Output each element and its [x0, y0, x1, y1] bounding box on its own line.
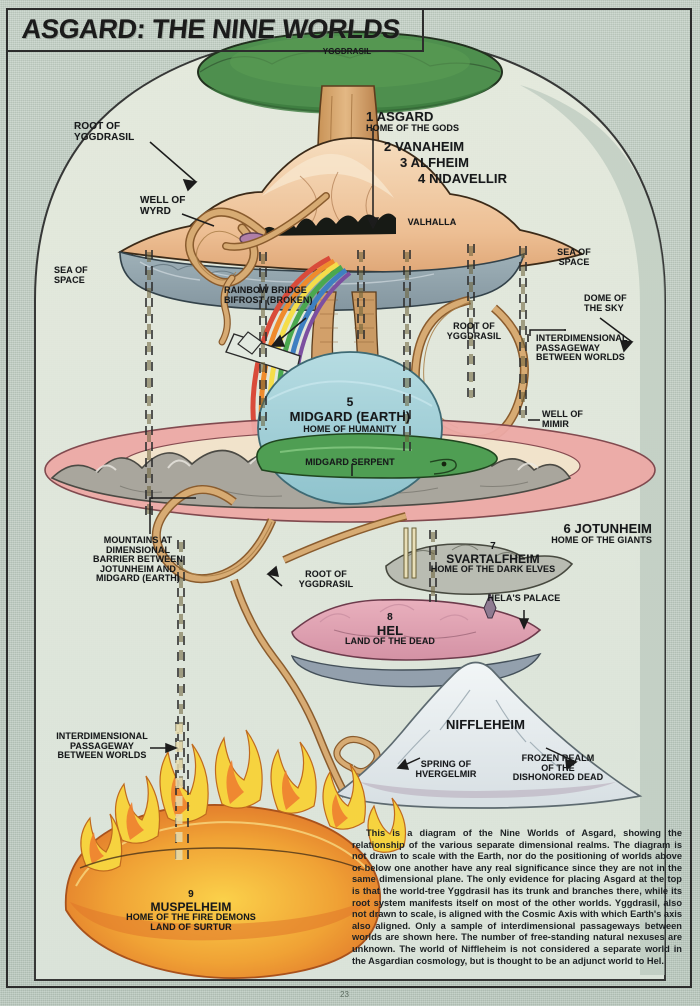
label-line: THE SKY: [584, 302, 624, 313]
world-8-number: 8: [387, 612, 393, 623]
world-7-block: 7 SVARTALFHEIM HOME OF THE DARK ELVES: [398, 541, 588, 575]
world-8-subtitle: LAND OF THE DEAD: [344, 636, 436, 647]
world-9-block: 9 MUSPELHEIM HOME OF THE FIRE DEMONS LAN…: [96, 889, 286, 932]
caption-text: This is a diagram of the Nine Worlds of …: [352, 828, 682, 966]
world-1-number: 1: [366, 109, 374, 124]
world-7-subtitle: HOME OF THE DARK ELVES: [430, 564, 556, 575]
label-line: YGGDRASIL: [446, 330, 502, 341]
label-line: SPACE: [558, 256, 590, 267]
label-mountains-dimensional-barrier: MOUNTAINS AT DIMENSIONAL BARRIER BETWEEN…: [72, 535, 204, 584]
world-1-title: 1 ASGARD: [366, 110, 526, 124]
label-line: DOME OF: [584, 293, 627, 303]
label-sea-of-space-right: SEA OF SPACE: [544, 247, 604, 267]
label-line: YGGDRASIL: [298, 578, 354, 589]
label-line: WELL OF: [140, 195, 186, 206]
world-2-title: 2 VANAHEIM: [384, 140, 534, 154]
label-niffleheim: NIFFLEHEIM: [446, 717, 525, 732]
label-line: JOTUNHEIM AND: [100, 563, 176, 574]
label-midgard-serpent: MIDGARD SERPENT: [305, 457, 395, 467]
label-line: WYRD: [140, 205, 171, 217]
label-yggdrasil-top: YGGDRASIL: [322, 47, 372, 56]
label-well-of-wyrd: WELL OF WYRD: [140, 195, 210, 217]
label-root-of-yggdrasil-lower: ROOT OF YGGDRASIL: [286, 569, 366, 589]
world-6-block: 6 JOTUNHEIM HOME OF THE GIANTS: [452, 522, 652, 545]
world-7-number: 7: [490, 541, 496, 552]
label-rainbow-bridge: RAINBOW BRIDGE BIFROST (BROKEN): [224, 285, 344, 305]
page-number: 23: [340, 990, 349, 999]
world-5-block: 5 MIDGARD (EARTH) HOME OF HUMANITY: [262, 396, 438, 435]
world-3-number: 3: [400, 155, 408, 170]
label-root-of-yggdrasil-upper-left: ROOT OF YGGDRASIL: [74, 121, 170, 143]
label-interdimensional-passageway-right: INTERDIMENSIONAL PASSAGEWAY BETWEEN WORL…: [536, 333, 654, 363]
world-9-number: 9: [188, 889, 194, 900]
title-bar: [8, 10, 424, 52]
world-3-title: 3 ALFHEIM: [400, 156, 550, 170]
label-spring-of-hvergelmir: SPRING OF HVERGELMIR: [398, 759, 494, 779]
label-sea-of-space-left: SEA OF SPACE: [54, 265, 124, 285]
label-dome-of-the-sky: DOME OF THE SKY: [584, 293, 654, 313]
label-frozen-realm: FROZEN REALM OF THE DISHONORED DEAD: [500, 753, 616, 783]
world-8-block: 8 HEL LAND OF THE DEAD: [320, 612, 460, 647]
world-9-subtitle-2: LAND OF SURTUR: [150, 921, 232, 932]
label-well-of-mimir: WELL OF MIMIR: [542, 409, 612, 429]
label-line: ROOT OF: [74, 121, 121, 132]
world-9-subtitle: HOME OF THE FIRE DEMONS: [126, 912, 256, 923]
label-line: BIFROST (BROKEN): [224, 294, 313, 305]
world-1-subtitle: HOME OF THE GODS: [366, 122, 460, 133]
label-line: BETWEEN WORLDS: [57, 750, 147, 761]
label-line: PASSAGEWAY: [536, 342, 601, 353]
label-line: MIMIR: [542, 418, 569, 429]
label-line: MIDGARD (EARTH): [96, 573, 180, 584]
label-interdimensional-passageway-left: INTERDIMENSIONAL PASSAGEWAY BETWEEN WORL…: [44, 731, 160, 761]
world-4-number: 4: [418, 171, 426, 186]
world-6-title: 6 JOTUNHEIM: [452, 522, 652, 536]
label-line: INTERDIMENSIONAL: [56, 731, 148, 741]
label-line: OF THE: [541, 762, 575, 773]
label-line: SPRING OF: [420, 759, 472, 769]
label-line: BETWEEN WORLDS: [536, 352, 625, 363]
world-5-name: MIDGARD (EARTH): [289, 408, 411, 424]
world-6-number: 6: [563, 521, 571, 536]
world-6-subtitle: HOME OF THE GIANTS: [551, 534, 652, 545]
label-line: YGGDRASIL: [74, 131, 135, 143]
world-2-name: VANAHEIM: [395, 139, 465, 154]
label-line: SPACE: [54, 274, 85, 285]
world-3-name: ALFHEIM: [410, 155, 470, 170]
world-6-name: JOTUNHEIM: [574, 521, 652, 536]
label-line: RAINBOW BRIDGE: [224, 285, 307, 295]
caption-block: This is a diagram of the Nine Worlds of …: [352, 828, 682, 980]
label-root-of-yggdrasil-center: ROOT OF YGGDRASIL: [434, 321, 514, 341]
label-line: DISHONORED DEAD: [512, 772, 604, 783]
world-4-title: 4 NIDAVELLIR: [418, 172, 578, 186]
label-line: SEA OF: [54, 265, 88, 275]
label-valhalla: VALHALLA: [407, 217, 457, 227]
label-helas-palace: HELA'S PALACE: [487, 593, 561, 603]
world-list-asgard: 1 ASGARD HOME OF THE GODS: [366, 110, 526, 133]
world-8-name: HEL: [376, 622, 404, 638]
label-line: HVERGELMIR: [415, 768, 477, 779]
page-border: [6, 8, 692, 988]
label-line: SEA OF: [557, 247, 591, 257]
label-line: DIMENSIONAL: [105, 544, 171, 555]
world-7-name: SVARTALFHEIM: [446, 551, 540, 566]
world-1-name: ASGARD: [376, 109, 434, 124]
world-4-name: NIDAVELLIR: [429, 171, 508, 186]
world-9-name: MUSPELHEIM: [150, 899, 232, 914]
label-line: ROOT OF: [453, 321, 495, 331]
label-line: BARRIER BETWEEN: [92, 554, 183, 565]
label-line: WELL OF: [542, 409, 584, 419]
world-2-number: 2: [384, 139, 392, 154]
label-line: INTERDIMENSIONAL: [536, 333, 628, 343]
world-5-subtitle: HOME OF HUMANITY: [303, 424, 397, 435]
label-line: ROOT OF: [305, 569, 347, 579]
label-line: MOUNTAINS AT: [103, 535, 173, 545]
label-line: PASSAGEWAY: [69, 740, 135, 751]
label-line: FROZEN REALM: [521, 753, 595, 763]
world-5-number: 5: [346, 395, 354, 409]
